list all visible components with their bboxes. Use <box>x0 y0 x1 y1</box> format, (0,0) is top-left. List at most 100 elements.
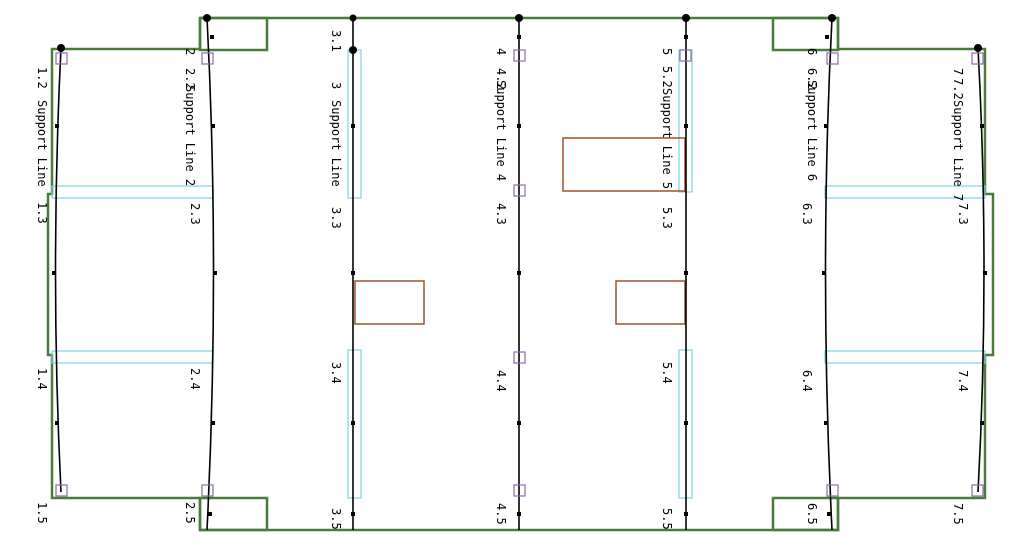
end-point[interactable] <box>57 44 65 52</box>
support-line-label: Support Line 2 <box>183 85 197 186</box>
node-label: 1.5 <box>35 502 49 524</box>
node-label: 3 <box>329 82 343 89</box>
end-point[interactable] <box>349 14 357 22</box>
support-line-label: Support Line 6 <box>805 80 819 181</box>
line-node <box>822 271 826 275</box>
node-label: 7.2 <box>951 78 965 100</box>
strip-right-upper[interactable] <box>824 185 986 199</box>
support-line-label: Support Line <box>329 100 343 187</box>
support-line-label: Support Line 4 <box>494 80 508 181</box>
openings <box>354 137 686 325</box>
node-label: 6.2 <box>805 68 819 90</box>
line-node <box>684 421 688 425</box>
node-label: 4.2 <box>494 68 508 90</box>
node-label: 2.4 <box>188 368 202 390</box>
support-line-2[interactable] <box>206 17 215 531</box>
line-node <box>210 35 214 39</box>
node-marker[interactable] <box>201 52 214 65</box>
drop-panel-top-left <box>198 16 269 52</box>
support-line-label: Support Line 5 <box>660 88 674 189</box>
line-node <box>684 271 688 275</box>
node-marker[interactable] <box>513 184 526 197</box>
node-marker[interactable] <box>971 52 984 65</box>
node-marker[interactable] <box>55 52 68 65</box>
line-node <box>55 124 59 128</box>
node-label: 1.4 <box>35 368 49 390</box>
node-marker[interactable] <box>826 484 839 497</box>
end-point[interactable] <box>682 14 690 22</box>
line-node <box>351 271 355 275</box>
line-node <box>351 124 355 128</box>
line-node <box>684 512 688 516</box>
node-marker[interactable] <box>679 49 692 62</box>
end-point[interactable] <box>515 14 523 22</box>
line-node <box>351 421 355 425</box>
node-marker[interactable] <box>826 52 839 65</box>
node-label: 7.4 <box>956 370 970 392</box>
end-point[interactable] <box>974 44 982 52</box>
node-label: 7 <box>951 68 965 75</box>
strip-right-lower[interactable] <box>824 350 986 364</box>
line-node <box>211 124 215 128</box>
node-label: 7.5 <box>951 503 965 525</box>
node-markers <box>55 49 984 497</box>
node-marker[interactable] <box>513 49 526 62</box>
strip-line3-bottom[interactable] <box>347 349 362 499</box>
line-node <box>980 124 984 128</box>
node-label: 5.2 <box>660 66 674 88</box>
support-line-1[interactable] <box>54 47 62 493</box>
node-label: 6.5 <box>805 503 819 525</box>
line-node <box>824 124 828 128</box>
line-node <box>517 124 521 128</box>
node-label: 3.4 <box>329 362 343 384</box>
line-node <box>517 512 521 516</box>
line-node <box>208 512 212 516</box>
node-label: 5.3 <box>660 207 674 229</box>
node-label: 3.1 <box>329 30 343 52</box>
end-point[interactable] <box>203 14 211 22</box>
node-label: 6 <box>805 48 819 55</box>
node-label: 4.4 <box>494 370 508 392</box>
end-point[interactable] <box>828 14 836 22</box>
node-label: 3.5 <box>329 508 343 530</box>
node-label: 3.3 <box>329 207 343 229</box>
support-line-label: Support Line <box>35 100 49 187</box>
strip-left-lower[interactable] <box>51 350 214 364</box>
node-label: 4 <box>494 48 508 55</box>
node-marker[interactable] <box>513 484 526 497</box>
node-marker[interactable] <box>201 484 214 497</box>
node-marker[interactable] <box>513 351 526 364</box>
node-label: 2.3 <box>188 203 202 225</box>
drop-panel-bottom-left <box>198 496 269 532</box>
node-label: 2 <box>183 48 197 55</box>
opening-3[interactable] <box>615 280 686 325</box>
opening-2[interactable] <box>354 280 425 325</box>
support-line-7[interactable] <box>977 47 985 493</box>
line-node <box>213 271 217 275</box>
node-label: 1.2 <box>35 67 49 89</box>
node-label: 4.5 <box>494 503 508 525</box>
line-node <box>517 35 521 39</box>
node-label: 7.3 <box>956 203 970 225</box>
line-node <box>983 271 987 275</box>
node-marker[interactable] <box>55 484 68 497</box>
line-node <box>351 512 355 516</box>
end-point[interactable] <box>349 46 357 54</box>
node-label: 5.4 <box>660 362 674 384</box>
line-node <box>825 35 829 39</box>
line-node <box>211 421 215 425</box>
line-node <box>980 421 984 425</box>
node-marker[interactable] <box>971 484 984 497</box>
line-node <box>684 124 688 128</box>
node-label: 2.5 <box>183 502 197 524</box>
drop-panel-bottom-right <box>771 496 840 532</box>
node-label: 6.3 <box>800 203 814 225</box>
support-line-end-points <box>57 14 982 54</box>
node-label: 2.2 <box>183 68 197 90</box>
opening-1[interactable] <box>562 137 686 192</box>
line-node <box>684 35 688 39</box>
strip-left-upper[interactable] <box>51 185 214 199</box>
support-line-6[interactable] <box>824 17 833 531</box>
slab-outline <box>46 16 995 532</box>
